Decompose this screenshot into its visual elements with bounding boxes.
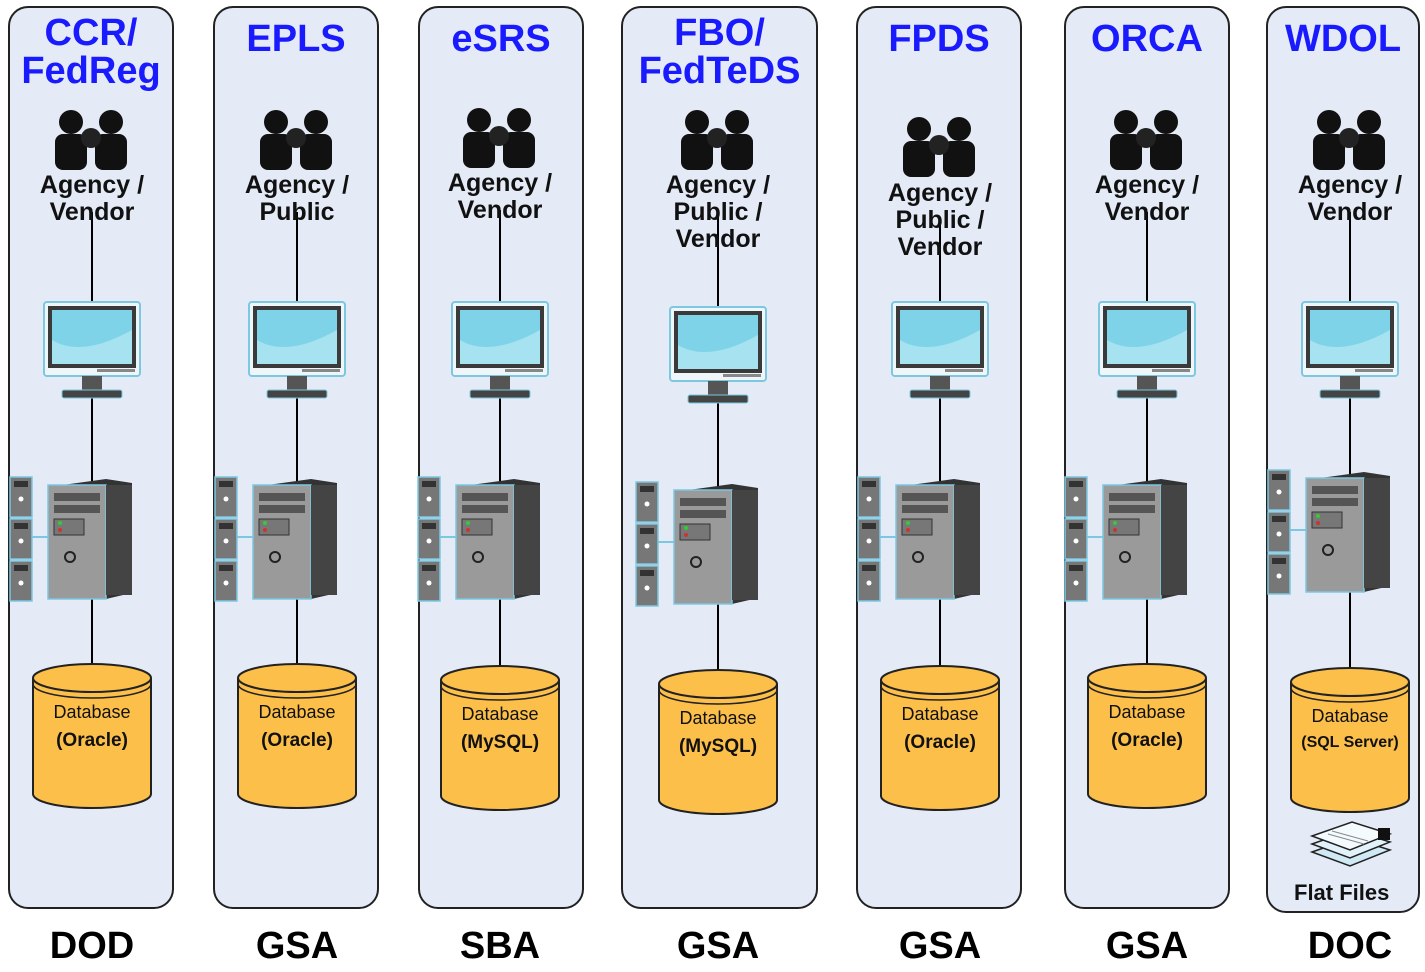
monitor-icon: [247, 300, 347, 413]
server-icon: [856, 475, 984, 608]
users-icon: [1104, 108, 1190, 177]
system-title: EPLS: [246, 18, 346, 60]
users-icon: [1307, 108, 1393, 177]
database-icon: [657, 668, 779, 821]
database-type: (MySQL): [678, 736, 758, 757]
monitor-icon: [1300, 300, 1400, 413]
database-icon: [31, 662, 153, 815]
user-groups-label: Agency / Public / Vendor: [887, 179, 993, 261]
system-title: ORCA: [1091, 18, 1203, 60]
system-title: FBO/ FedTeDS: [638, 12, 801, 92]
database-icon: [236, 662, 358, 815]
agency-label: GSA: [898, 925, 982, 967]
monitor-icon: [890, 300, 990, 413]
monitor-icon: [42, 300, 142, 413]
server-icon: [634, 480, 762, 613]
database-icon: [879, 664, 1001, 817]
database-label: Database: [901, 704, 979, 724]
database-type: (MySQL): [460, 732, 540, 753]
monitor-icon: [1097, 300, 1197, 413]
server-icon: [213, 475, 341, 608]
user-groups-label: Agency / Public / Vendor: [665, 171, 771, 253]
system-title: eSRS: [451, 18, 551, 60]
database-label: Database: [461, 704, 539, 724]
database-type: (Oracle): [904, 732, 976, 753]
users-icon: [897, 115, 983, 184]
database-type: (Oracle): [261, 730, 333, 751]
user-groups-label: Agency / Vendor: [1297, 171, 1403, 226]
system-title: WDOL: [1284, 18, 1402, 60]
connector-line: [296, 212, 298, 672]
server-icon: [416, 475, 544, 608]
connector-line: [717, 212, 719, 678]
database-type: (SQL Server): [1301, 734, 1399, 751]
user-groups-label: Agency / Vendor: [1094, 171, 1200, 226]
database-label: Database: [258, 702, 336, 722]
server-icon: [8, 475, 136, 608]
agency-label: SBA: [459, 925, 541, 967]
connector-line: [939, 220, 941, 674]
database-icon: [1086, 662, 1208, 815]
agency-label: DOD: [49, 925, 135, 967]
connector-line: [499, 210, 501, 674]
database-label: Database: [53, 702, 131, 722]
system-title: FPDS: [888, 18, 990, 60]
server-icon: [1266, 468, 1394, 601]
database-icon: [439, 664, 561, 817]
agency-label: GSA: [676, 925, 760, 967]
users-icon: [457, 106, 543, 175]
database-type: (Oracle): [56, 730, 128, 751]
users-icon: [675, 108, 761, 177]
user-groups-label: Agency / Vendor: [39, 171, 145, 226]
connector-line: [1349, 212, 1351, 676]
database-label: Database: [1311, 706, 1389, 726]
users-icon: [254, 108, 340, 177]
user-groups-label: Agency / Vendor: [447, 169, 553, 224]
users-icon: [49, 108, 135, 177]
monitor-icon: [668, 305, 768, 418]
monitor-icon: [450, 300, 550, 413]
database-label: Database: [1108, 702, 1186, 722]
connector-line: [1146, 212, 1148, 672]
server-icon: [1063, 475, 1191, 608]
database-label: Database: [679, 708, 757, 728]
flat-files-label: Flat Files: [1294, 880, 1390, 905]
agency-label: GSA: [255, 925, 339, 967]
database-icon: [1289, 666, 1411, 819]
system-title: CCR/ FedReg: [21, 12, 161, 92]
flat-files-icon: [1308, 818, 1394, 879]
user-groups-label: Agency / Public: [244, 171, 350, 226]
connector-line: [91, 212, 93, 672]
agency-label: GSA: [1105, 925, 1189, 967]
agency-label: DOC: [1307, 925, 1393, 967]
database-type: (Oracle): [1111, 730, 1183, 751]
